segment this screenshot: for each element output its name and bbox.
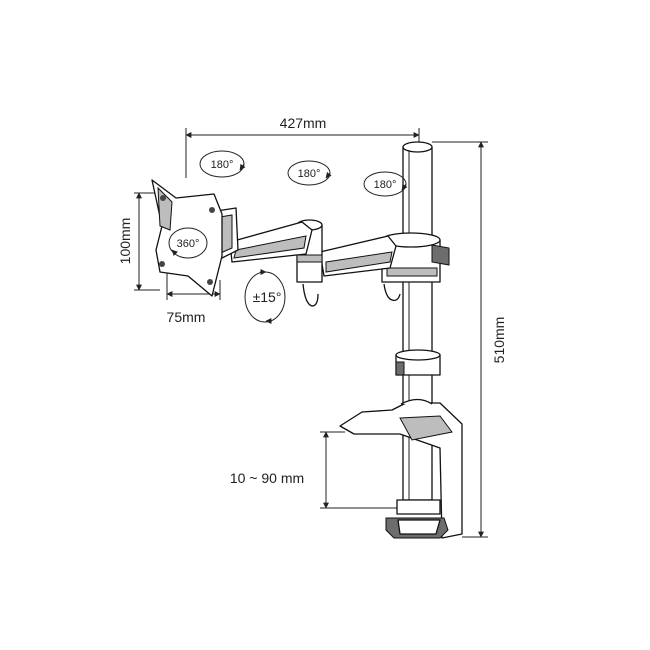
tilt-label: ±15° (253, 289, 282, 305)
total-height-label: 510mm (491, 317, 507, 364)
arm-reach-dimension: 427mm (185, 115, 420, 178)
swivel-3-label: 180° (374, 179, 397, 191)
vesa-horizontal-label: 75mm (167, 309, 206, 325)
rotation-label: 360° (177, 238, 200, 250)
first-arm (229, 221, 313, 263)
rotation-indicator: 360° (168, 227, 208, 259)
second-arm (319, 235, 397, 277)
swivel-indicator-1: 180° (199, 150, 246, 178)
clamp-range-dimension: 10 ~ 90 mm (230, 431, 400, 509)
desk-clamp (339, 398, 463, 539)
vesa-plate (151, 179, 223, 297)
vesa-vertical-label: 100mm (117, 218, 133, 265)
swivel-2-label: 180° (298, 168, 321, 180)
arm-reach-label: 427mm (280, 115, 327, 131)
tilt-indicator: ±15° (244, 269, 286, 324)
swivel-1-label: 180° (211, 159, 234, 171)
clamp-range-label: 10 ~ 90 mm (230, 470, 304, 486)
pole-arm-joint (381, 232, 450, 302)
total-height-dimension: 510mm (432, 141, 507, 538)
middle-joint (296, 219, 323, 307)
vesa-vertical-dimension: 100mm (117, 192, 160, 291)
swivel-indicator-3: 180° (363, 171, 408, 197)
vesa-horizontal-dimension: 75mm (166, 272, 221, 325)
swivel-indicator-2: 180° (287, 160, 332, 186)
